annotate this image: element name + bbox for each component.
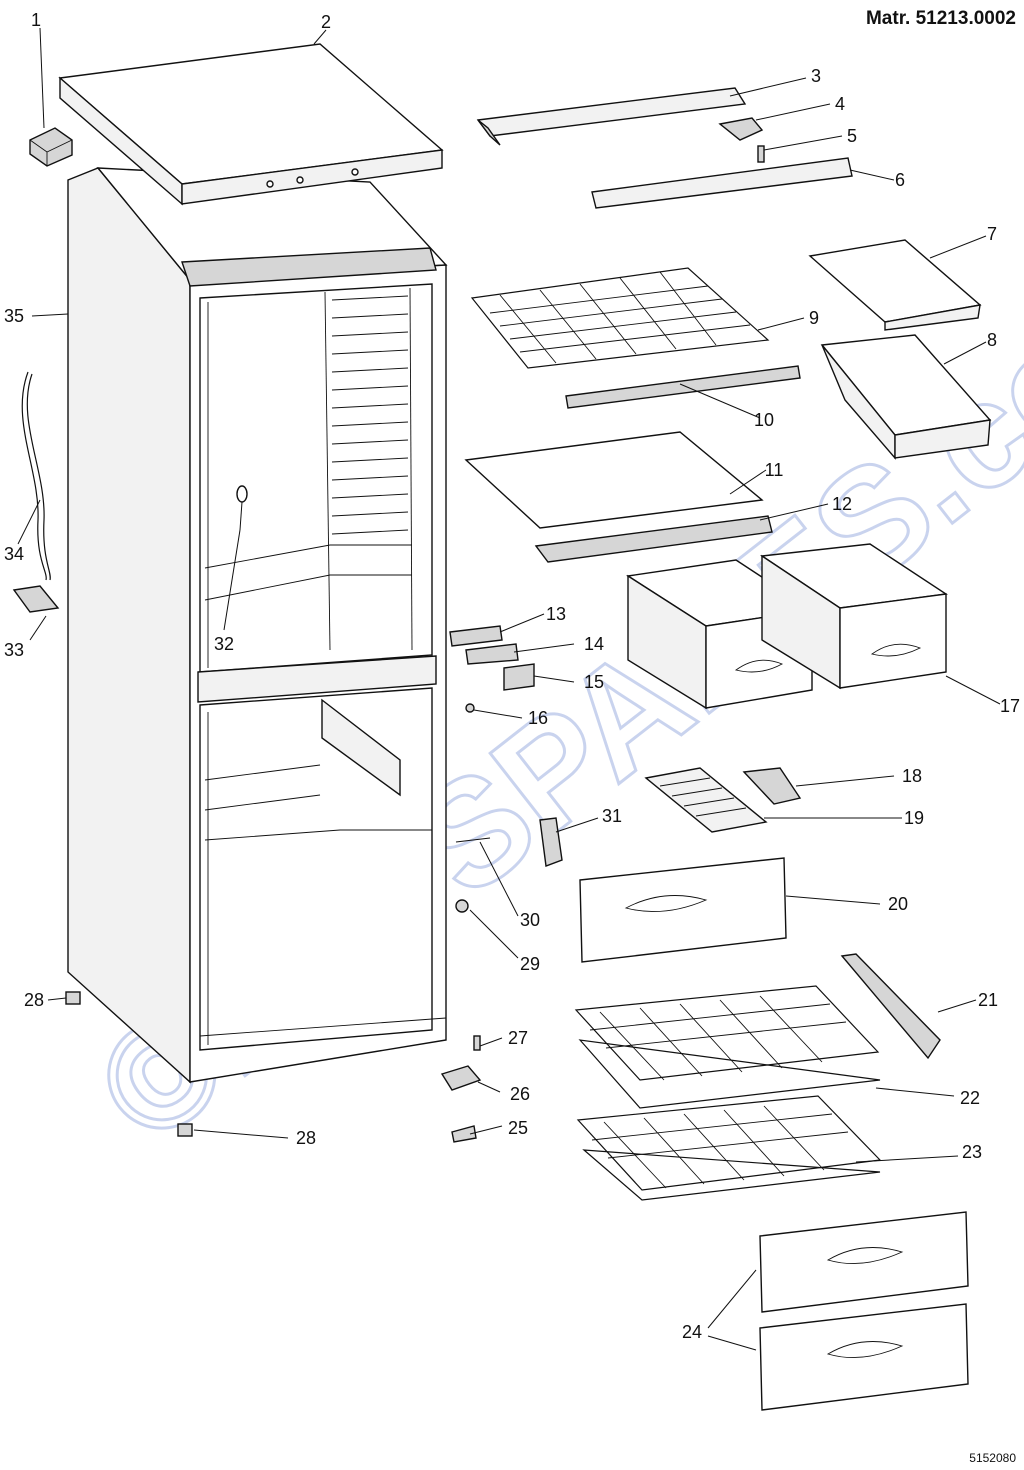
- label-17: 17: [1000, 696, 1020, 716]
- part-14-hinge-pin-drawing: [465, 643, 519, 665]
- label-12: 12: [832, 494, 852, 514]
- part-19-ice-tray-drawing: [644, 767, 768, 833]
- part-13-middle-hinge-drawing: [449, 625, 503, 647]
- label-25: 25: [508, 1118, 528, 1138]
- part-2-top-cover-drawing: [58, 43, 444, 206]
- label-23: 23: [962, 1142, 982, 1162]
- part-30-screw-drawing: [455, 837, 491, 843]
- label-30: 30: [520, 910, 540, 930]
- label-11: 11: [765, 460, 784, 480]
- label-7: 7: [987, 224, 997, 244]
- label-15: 15: [584, 672, 604, 692]
- part-17-crisper-drawers-drawing: [626, 543, 948, 710]
- label-31: 31: [602, 806, 622, 826]
- label-29: 29: [520, 954, 540, 974]
- part-labels: 1 2 3 4 5 6 7 8 9 10 11 12 13 14 15 16 1…: [4, 10, 1020, 1342]
- part-35-cabinet-drawing: [67, 167, 448, 1084]
- label-32: 32: [214, 634, 234, 654]
- part-3-upper-hinge-bracket-drawing: [476, 87, 747, 137]
- label-28: 28: [296, 1128, 316, 1148]
- label-21: 21: [978, 990, 998, 1010]
- part-27-hinge-pin-drawing: [473, 1035, 481, 1051]
- label-3: 3: [811, 66, 821, 86]
- part-26-lower-hinge-drawing: [440, 1065, 482, 1091]
- label-16: 16: [528, 708, 548, 728]
- label-1: 1: [31, 10, 41, 30]
- part-31-door-stop-drawing: [539, 817, 563, 867]
- part-4-hinge-plate-drawing: [718, 117, 764, 141]
- model-number: Matr. 51213.0002: [866, 8, 1016, 29]
- label-13: 13: [546, 604, 566, 624]
- label-20: 20: [888, 894, 908, 914]
- drawing-number: 5152080: [969, 1451, 1016, 1465]
- label-4: 4: [835, 94, 845, 114]
- label-14: 14: [584, 634, 604, 654]
- label-10: 10: [754, 410, 774, 430]
- part-28-foot-drawing: [65, 991, 81, 1005]
- leader-lines: [17, 27, 1001, 1351]
- part-12-glass-shelf-trim-drawing: [534, 515, 773, 563]
- part-23-freezer-basket-drawing: [576, 1095, 882, 1201]
- part-34-drain-tube-drawing: [21, 371, 47, 581]
- label-5: 5: [847, 126, 857, 146]
- part-33-bracket-drawing: [12, 585, 60, 613]
- part-11-glass-shelf-drawing: [464, 431, 764, 529]
- part-6-top-trim-strip-drawing: [591, 157, 853, 209]
- label-22: 22: [960, 1088, 980, 1108]
- part-5-hinge-pin-drawing: [757, 145, 765, 163]
- part-16-screw-cap-drawing: [465, 703, 475, 713]
- part-22-freezer-basket-drawing: [574, 985, 881, 1109]
- label-34: 34: [4, 544, 24, 564]
- part-10-shelf-trim-drawing: [565, 365, 801, 409]
- part-9-wire-shelf-drawing: [470, 267, 770, 369]
- part-24-drawer-fronts-drawing: [759, 1211, 969, 1411]
- part-29-cap-drawing: [455, 899, 469, 913]
- part-20-freezer-flap-drawing: [579, 857, 787, 963]
- label-28-b: 28: [24, 990, 44, 1010]
- label-18: 18: [902, 766, 922, 786]
- label-27: 27: [508, 1028, 528, 1048]
- label-8: 8: [987, 330, 997, 350]
- part-15-hinge-cover-drawing: [503, 663, 535, 691]
- part-28-foot-drawing-2: [177, 1123, 193, 1137]
- label-33: 33: [4, 640, 24, 660]
- label-19: 19: [904, 808, 924, 828]
- label-9: 9: [809, 308, 819, 328]
- label-24: 24: [682, 1322, 702, 1342]
- part-1-thermostat-knob-drawing: [29, 127, 73, 167]
- part-21-flap-hinge-drawing: [840, 953, 941, 1060]
- label-26: 26: [510, 1084, 530, 1104]
- label-2: 2: [321, 12, 331, 32]
- part-25-adjustable-foot-drawing: [451, 1125, 477, 1143]
- part-18-ice-scoop-drawing: [742, 767, 802, 805]
- label-6: 6: [895, 170, 905, 190]
- label-35: 35: [4, 306, 24, 326]
